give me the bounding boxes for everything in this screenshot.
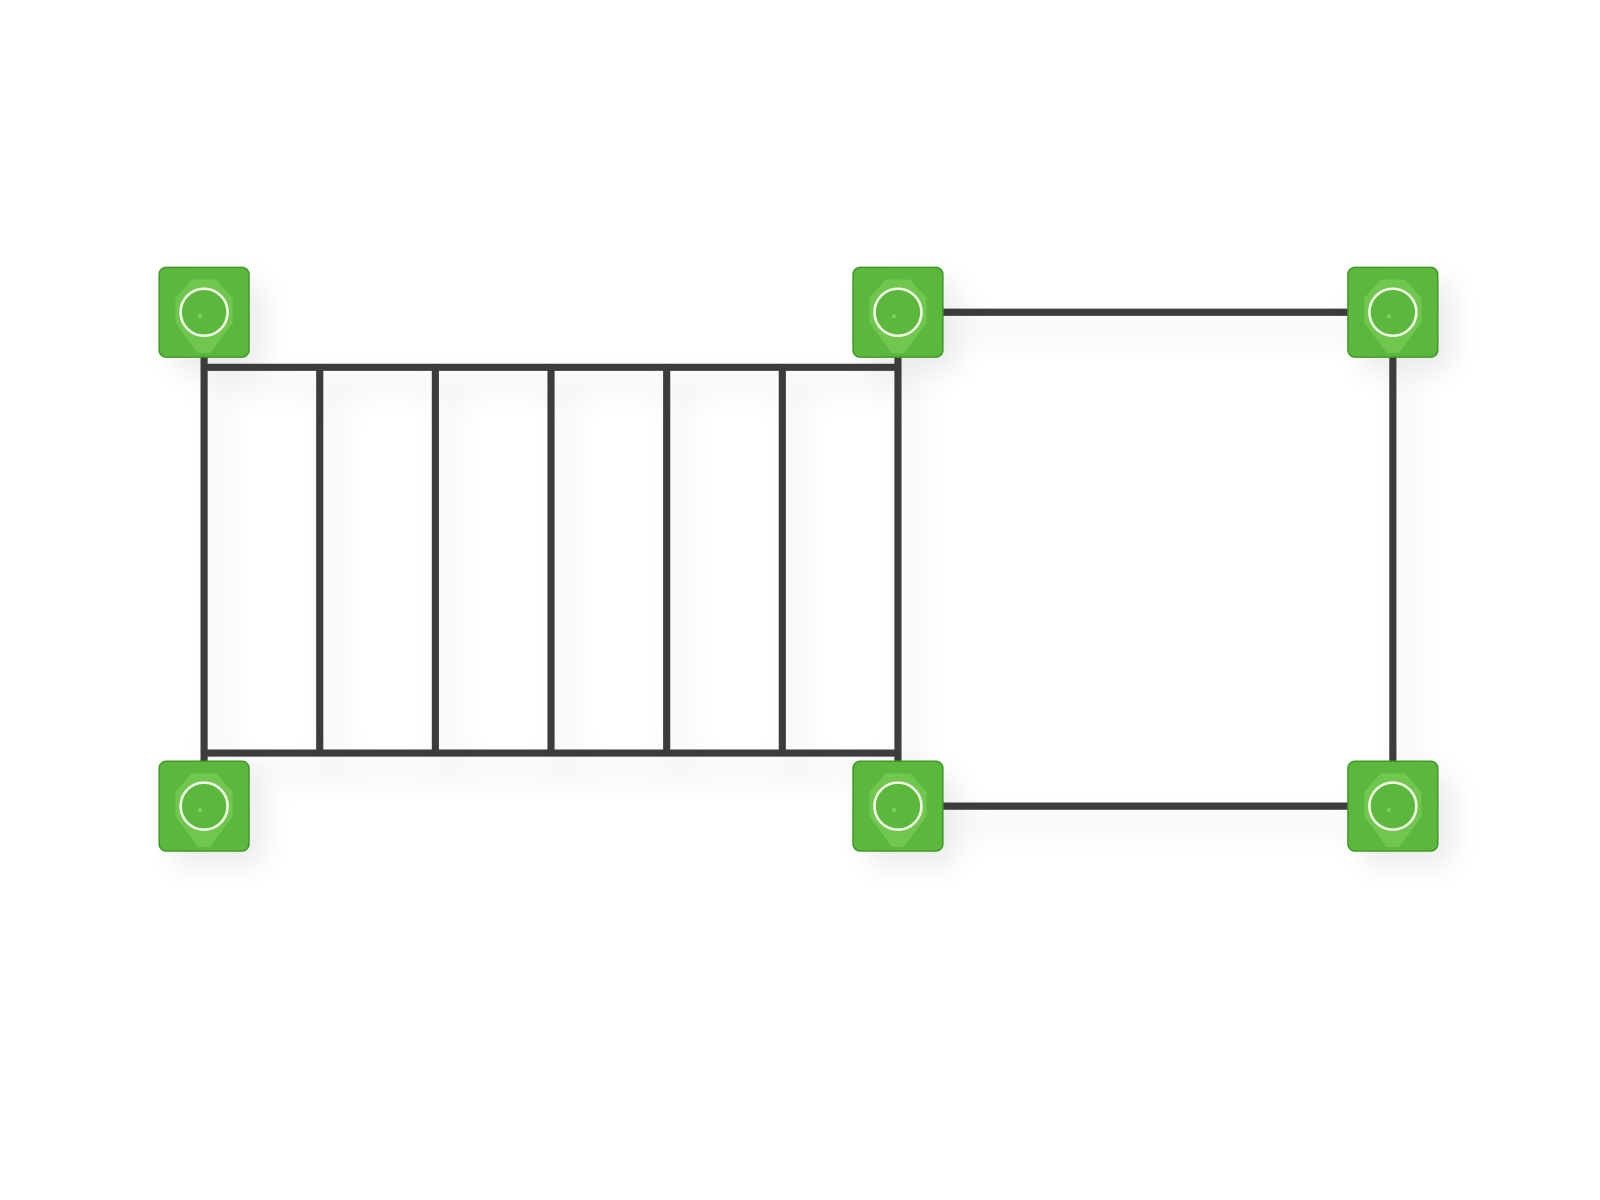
post-ring	[873, 287, 923, 337]
posts	[158, 266, 1439, 852]
post-ring	[1368, 287, 1418, 337]
post-ring	[873, 781, 923, 831]
post-center-dot	[891, 808, 896, 813]
post-cap	[158, 760, 250, 852]
metal-bars	[200, 308, 1397, 810]
post-cap	[1347, 760, 1439, 852]
post-center-dot	[197, 314, 203, 319]
post-cap	[158, 266, 250, 358]
post-center-dot	[197, 808, 203, 813]
post-ring	[179, 287, 229, 337]
post-center-dot	[1386, 808, 1391, 813]
post-cap	[1347, 266, 1439, 358]
post-center-dot	[1386, 314, 1391, 319]
post-cap	[852, 266, 944, 358]
post-ring	[1368, 781, 1418, 831]
post-ring	[179, 781, 229, 831]
post-center-dot	[891, 314, 896, 319]
post-cap	[852, 760, 944, 852]
